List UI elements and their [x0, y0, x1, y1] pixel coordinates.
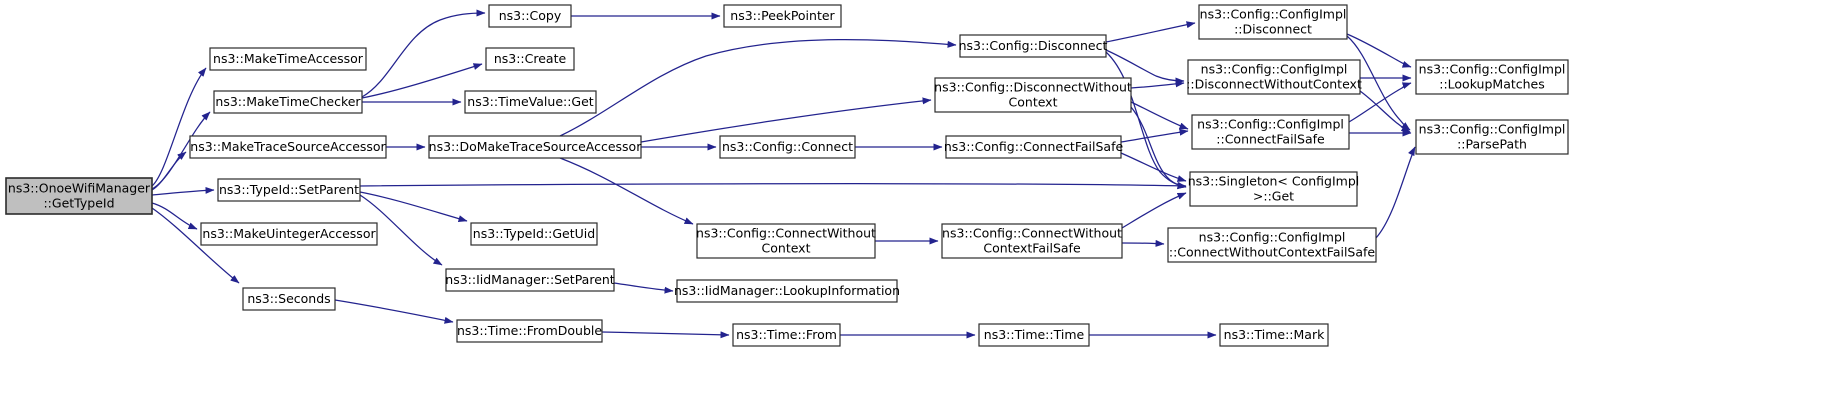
call-edge-n2-to-n7: [361, 9, 486, 98]
node-ns3-config-configimpl-disconnectwithoutcontext[interactable]: ns3::Config::ConfigImpl::DisconnectWitho…: [1186, 59, 1362, 95]
node-ns3-time-from-box[interactable]: [732, 323, 841, 347]
node-ns3-config-configimpl-connectfailsafe[interactable]: ns3::Config::ConfigImpl::ConnectFailSafe: [1191, 114, 1350, 150]
call-edge-n19-to-n24: [1105, 21, 1196, 43]
node-ns3-config-connect[interactable]: ns3::Config::Connect: [719, 135, 856, 159]
node-ns3-typeid-getuid[interactable]: ns3::TypeId::GetUid: [470, 222, 598, 246]
node-ns3-typeid-setparent-box[interactable]: [217, 178, 361, 202]
node-ns3-peekpointer[interactable]: ns3::PeekPointer: [723, 4, 842, 28]
call-edge-n2-to-n8: [361, 63, 483, 99]
node-ns3-config-configimpl-disconnect[interactable]: ns3::Config::ConfigImpl::Disconnect: [1198, 4, 1348, 40]
node-ns3-typeid-getuid-box[interactable]: [470, 222, 598, 246]
node-ns3-maketracesourceaccessor[interactable]: ns3::MakeTraceSourceAccessor: [189, 135, 387, 159]
node-ns3-domaketracesourceaccessor[interactable]: ns3::DoMakeTraceSourceAccessor: [428, 135, 643, 159]
call-edge-n26-to-n30: [1348, 82, 1412, 123]
node-ns3-typeid-setparent[interactable]: ns3::TypeId::SetParent: [217, 178, 361, 202]
call-edge-n10-to-n19: [559, 39, 957, 137]
node-ns3-config-configimpl-connectfailsafe-box[interactable]: [1191, 114, 1350, 150]
call-edge-n22-to-n28: [1121, 239, 1165, 247]
node-ns3-config-configimpl-lookupmatches[interactable]: ns3::Config::ConfigImpl::LookupMatches: [1415, 59, 1569, 95]
call-edge-n4-to-n11: [359, 191, 468, 223]
node-ns3-iidmanager-lookupinformation[interactable]: ns3::IidManager::LookupInformation: [674, 279, 900, 303]
node-ns3-config-connectwithout-context-box[interactable]: [696, 223, 876, 259]
node-ns3-singleton-configimpl-get[interactable]: ns3::Singleton< ConfigImpl>::Get: [1188, 171, 1360, 207]
node-ns3-domaketracesourceaccessor-box[interactable]: [428, 135, 642, 159]
node-layer: ns3::OnoeWifiManager::GetTypeIdns3::Make…: [5, 4, 1569, 347]
node-ns3-config-disconnectwithout-context-box[interactable]: [934, 77, 1132, 113]
node-ns3-config-configimpl-parsepath[interactable]: ns3::Config::ConfigImpl::ParsePath: [1415, 119, 1569, 155]
call-edge-n0-to-n6: [151, 207, 240, 284]
node-ns3-iidmanager-setparent[interactable]: ns3::IidManager::SetParent: [445, 268, 615, 292]
call-edge-n20-to-n26: [1130, 101, 1189, 130]
node-ns3-time-mark-box[interactable]: [1219, 323, 1329, 347]
node-ns3-timevalue-get-box[interactable]: [464, 90, 597, 114]
node-ns3-maketimeaccessor-box[interactable]: [209, 47, 367, 71]
node-ns3-maketimechecker[interactable]: ns3::MakeTimeChecker: [213, 90, 363, 114]
node-ns3-config-configimpl-disconnect-box[interactable]: [1198, 4, 1348, 40]
node-ns3-config-disconnect-box[interactable]: [959, 34, 1107, 58]
node-ns3-onoewifimanager-gettypeid[interactable]: ns3::OnoeWifiManager::GetTypeId: [5, 177, 153, 215]
edge-layer: [151, 9, 1416, 339]
node-ns3-iidmanager-setparent-box[interactable]: [445, 268, 615, 292]
call-edge-n0-to-n4: [151, 186, 215, 196]
node-ns3-peekpointer-box[interactable]: [723, 4, 842, 28]
call-edge-n10-to-n16: [559, 157, 694, 225]
call-edge-n25-to-n31: [1359, 90, 1411, 133]
node-ns3-config-configimpl-connectwithoutcontextfailsafe[interactable]: ns3::Config::ConfigImpl::ConnectWithoutC…: [1167, 227, 1377, 263]
node-ns3-config-connectwithout-contextfailsafe-box[interactable]: [941, 223, 1123, 259]
node-ns3-config-configimpl-lookupmatches-box[interactable]: [1415, 59, 1569, 95]
call-edge-n28-to-n31: [1375, 146, 1416, 239]
node-ns3-seconds-box[interactable]: [242, 287, 336, 311]
call-edge-n4-to-n27: [359, 182, 1187, 190]
node-ns3-time-time-box[interactable]: [978, 323, 1090, 347]
node-ns3-seconds[interactable]: ns3::Seconds: [242, 287, 336, 311]
call-edge-n20-to-n27: [1130, 106, 1187, 190]
call-edge-n20-to-n25: [1130, 80, 1185, 89]
node-ns3-config-connectfailsafe-box[interactable]: [945, 135, 1122, 159]
call-edge-n0-to-n1: [151, 67, 207, 187]
node-ns3-copy[interactable]: ns3::Copy: [488, 4, 572, 28]
node-ns3-makeuintegeraccessor[interactable]: ns3::MakeUintegerAccessor: [200, 222, 378, 246]
node-ns3-time-mark[interactable]: ns3::Time::Mark: [1219, 323, 1329, 347]
call-edge-n21-to-n27: [1120, 152, 1187, 182]
call-edge-n12-to-n17: [613, 282, 674, 294]
node-ns3-time-time[interactable]: ns3::Time::Time: [978, 323, 1090, 347]
node-ns3-time-from[interactable]: ns3::Time::From: [732, 323, 841, 347]
call-edge-n24-to-n30: [1346, 33, 1412, 68]
call-edge-n21-to-n26: [1120, 128, 1189, 143]
call-edge-n13-to-n18: [601, 331, 730, 339]
node-ns3-onoewifimanager-gettypeid-box[interactable]: [5, 177, 153, 215]
node-ns3-config-connect-box[interactable]: [719, 135, 856, 159]
call-edge-n22-to-n27: [1121, 192, 1187, 229]
node-ns3-singleton-configimpl-get-box[interactable]: [1189, 171, 1358, 207]
node-ns3-create-box[interactable]: [485, 47, 575, 71]
node-ns3-maketimeaccessor[interactable]: ns3::MakeTimeAccessor: [209, 47, 367, 71]
node-ns3-maketimechecker-box[interactable]: [213, 90, 363, 114]
call-edge-n10-to-n20: [640, 97, 932, 143]
node-ns3-create[interactable]: ns3::Create: [485, 47, 575, 71]
node-ns3-makeuintegeraccessor-box[interactable]: [200, 222, 378, 246]
node-ns3-copy-box[interactable]: [488, 4, 572, 28]
call-edge-n6-to-n13: [334, 299, 454, 324]
node-ns3-config-configimpl-parsepath-box[interactable]: [1415, 119, 1569, 155]
node-ns3-config-configimpl-disconnectwithoutcontext-box[interactable]: [1187, 59, 1361, 95]
node-ns3-time-fromdouble-box[interactable]: [456, 319, 603, 343]
node-ns3-config-connectfailsafe[interactable]: ns3::Config::ConnectFailSafe: [944, 135, 1124, 159]
node-ns3-config-configimpl-connectwithoutcontextfailsafe-box[interactable]: [1167, 227, 1377, 263]
node-ns3-iidmanager-lookupinformation-box[interactable]: [676, 279, 898, 303]
node-ns3-config-disconnect[interactable]: ns3::Config::Disconnect: [959, 34, 1108, 58]
call-edge-n0-to-n5: [151, 202, 198, 230]
call-edge-n0-to-n3: [151, 151, 187, 191]
call-edge-n19-to-n27: [1105, 51, 1187, 189]
node-ns3-time-fromdouble[interactable]: ns3::Time::FromDouble: [456, 319, 603, 343]
node-ns3-timevalue-get[interactable]: ns3::TimeValue::Get: [464, 90, 597, 114]
call-edge-n4-to-n12: [359, 194, 443, 266]
node-ns3-maketracesourceaccessor-box[interactable]: [189, 135, 387, 159]
